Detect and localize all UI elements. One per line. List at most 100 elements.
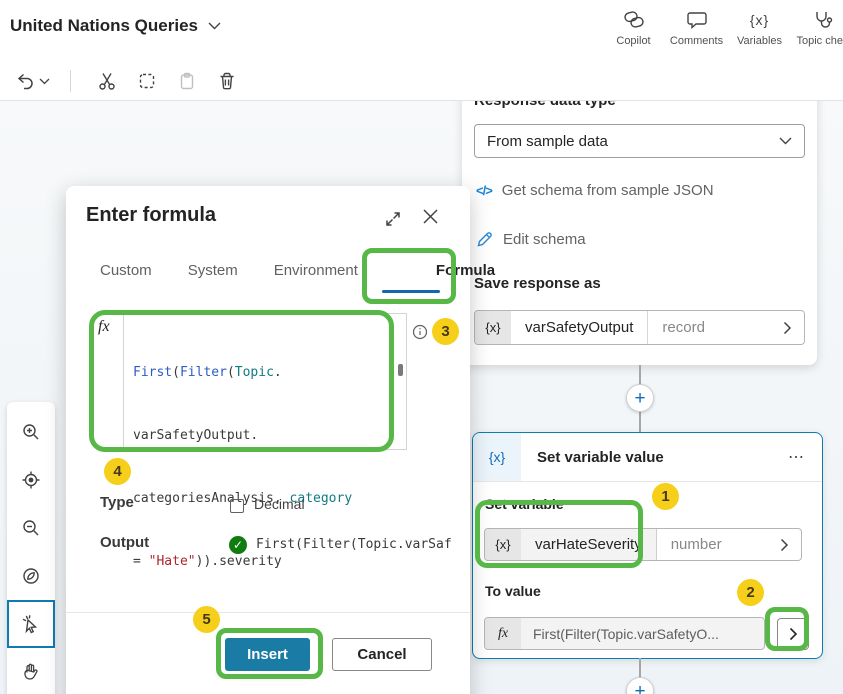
variable-name: varHateSeverity (521, 529, 657, 560)
add-node-button[interactable]: + (626, 384, 654, 412)
zoom-out-icon (23, 520, 39, 536)
variable-type: record (662, 319, 705, 336)
type-value: Decimal (254, 496, 305, 512)
copilot-button[interactable]: Copilot (602, 8, 665, 47)
dropdown-value: From sample data (487, 132, 608, 150)
dialog-title: Enter formula (86, 204, 217, 226)
authoring-canvas[interactable]: Response data type From sample data </> … (0, 101, 843, 694)
close-icon (423, 209, 438, 224)
variable-name: varSafetyOutput (511, 311, 649, 344)
header-actions: Copilot Comments {x} Variables Topic c (602, 8, 843, 47)
variable-node-icon: {x} (473, 433, 521, 481)
variable-braces-icon: {x} (475, 311, 511, 344)
fx-icon: fx (98, 318, 110, 335)
formula-scrollbar[interactable] (398, 318, 403, 445)
to-value-label: To value (485, 583, 541, 599)
expand-dialog-button[interactable] (384, 210, 402, 228)
delete-button[interactable] (207, 66, 247, 96)
type-label: Type (100, 494, 134, 511)
chevron-right-icon (789, 627, 797, 641)
comments-button[interactable]: Comments (665, 8, 728, 47)
output-value: First(Filter(Topic.varSaf (256, 537, 452, 552)
tab-custom[interactable]: Custom (100, 262, 152, 279)
app-header: United Nations Queries Copilot Comments (0, 0, 843, 62)
minimap-button[interactable] (7, 552, 55, 600)
chevron-down-icon[interactable] (208, 22, 221, 30)
tab-environment[interactable]: Environment (273, 262, 358, 279)
zoom-in-icon (23, 424, 39, 440)
enter-formula-dialog: Enter formula Custom System Environment … (66, 186, 495, 694)
undo-icon (16, 72, 35, 90)
pan-tool-button[interactable] (7, 648, 55, 694)
set-variable-field[interactable]: {x} varHateSeverity number (484, 528, 802, 561)
edit-toolbar (0, 62, 843, 101)
plus-icon: + (634, 680, 646, 694)
paste-icon (180, 72, 194, 90)
toolbar-divider (70, 70, 71, 92)
expand-icon (386, 212, 400, 226)
reset-view-button[interactable] (7, 456, 55, 504)
formula-editor[interactable]: First(Filter(Topic. varSafetyOutput. cat… (123, 313, 407, 569)
tab-system[interactable]: System (187, 262, 238, 279)
topic-title: United Nations Queries (10, 16, 198, 35)
set-variable-label: Set variable (485, 496, 564, 512)
save-response-variable-field[interactable]: {x} varSafetyOutput record (474, 310, 805, 345)
chevron-down-icon (779, 137, 792, 145)
add-node-button[interactable]: + (626, 677, 654, 694)
cut-button[interactable] (87, 66, 127, 96)
set-variable-node[interactable]: {x} Set variable value ⋯ Set variable {x… (472, 432, 823, 659)
cancel-button[interactable]: Cancel (332, 638, 432, 671)
scrollbar-thumb[interactable] (398, 364, 403, 376)
copy-icon (139, 73, 155, 89)
comment-icon (686, 8, 708, 32)
select-tool-button[interactable] (7, 600, 55, 648)
chevron-right-icon[interactable] (768, 538, 801, 552)
undo-menu-chevron-icon[interactable] (39, 78, 50, 85)
edit-schema-link[interactable]: Edit schema (476, 231, 586, 248)
to-value-field[interactable]: fx First(Filter(Topic.varSafetyO... (484, 617, 765, 650)
tab-formula[interactable]: Formula (435, 262, 496, 279)
formula-preview: First(Filter(Topic.varSafetyO... (533, 625, 719, 642)
copy-button[interactable] (127, 66, 167, 96)
output-label: Output (100, 534, 150, 551)
code-line: categoriesAnalysis, category (133, 491, 353, 506)
close-dialog-button[interactable] (422, 208, 439, 225)
target-icon (22, 471, 40, 489)
cursor-select-icon (22, 615, 38, 634)
insert-button[interactable]: Insert (225, 638, 310, 671)
scissors-icon (99, 73, 115, 90)
active-tab-underline (382, 290, 440, 293)
variable-braces-icon: {x} (485, 529, 521, 560)
undo-button[interactable] (10, 66, 56, 96)
variables-icon: {x} (749, 12, 770, 28)
code-line: First(Filter(Topic. (133, 365, 282, 380)
copilot-icon (622, 8, 646, 32)
formula-dialog-tabs: Custom System Environment Formula (100, 262, 495, 279)
zoom-in-button[interactable] (7, 408, 55, 456)
topic-checker-button[interactable]: Topic chec (791, 8, 843, 47)
compass-icon (23, 568, 39, 584)
response-properties-panel: Response data type From sample data </> … (462, 101, 817, 365)
code-icon: </> (476, 183, 493, 198)
checkbox-icon (230, 499, 244, 513)
paste-button (167, 66, 207, 96)
code-line: varSafetyOutput. (133, 428, 259, 443)
code-line: = "Hate")).severity (133, 554, 282, 569)
pencil-icon (477, 232, 492, 247)
zoom-out-button[interactable] (7, 504, 55, 552)
variables-button[interactable]: {x} Variables (728, 8, 791, 47)
save-response-label: Save response as (474, 275, 601, 292)
get-schema-link[interactable]: </> Get schema from sample JSON (476, 182, 714, 199)
fx-icon: fx (485, 618, 521, 649)
node-title: Set variable value (537, 448, 664, 466)
stethoscope-icon (812, 8, 834, 32)
response-data-type-dropdown[interactable]: From sample data (474, 124, 805, 158)
variable-type: number (670, 536, 722, 553)
open-formula-button[interactable] (777, 618, 809, 650)
trash-icon (220, 72, 234, 90)
chevron-right-icon[interactable] (771, 321, 804, 335)
hand-icon (24, 663, 38, 680)
more-options-icon[interactable]: ⋯ (788, 449, 806, 466)
info-icon[interactable] (412, 324, 428, 340)
dialog-footer-divider (66, 612, 470, 613)
